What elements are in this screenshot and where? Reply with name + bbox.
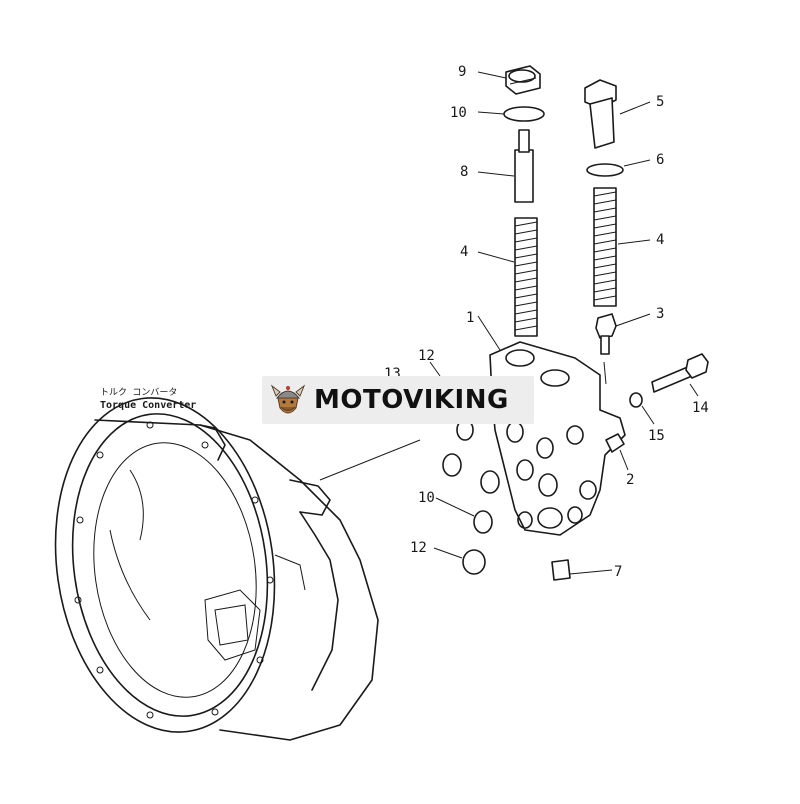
motoviking-watermark: MOTOVIKING: [262, 376, 534, 424]
leader-lines: [409, 71, 699, 575]
callout-10: 10: [450, 105, 467, 121]
torque-converter-label-en: Torque Converter: [100, 400, 196, 411]
callout-2: 2: [626, 472, 634, 488]
callout-4-right: 4: [656, 232, 664, 248]
callout-8: 8: [460, 164, 468, 180]
spring-right: [593, 187, 617, 307]
callout-1: 1: [466, 310, 474, 326]
callout-3: 3: [656, 306, 664, 322]
left-valve-stack: [503, 65, 545, 337]
right-valve-stack: [584, 79, 624, 355]
torque-converter-label-jp: トルク コンバータ: [100, 387, 177, 398]
callout-numbers: 9 10 8 4 5 6 4 3 1 12 13 14 15 2 7 10 12: [384, 64, 709, 580]
callout-7: 7: [614, 564, 622, 580]
spring-left: [514, 217, 538, 337]
callout-11: 10: [418, 490, 435, 506]
callout-14: 14: [692, 400, 709, 416]
callout-9: 9: [458, 64, 466, 80]
callout-5: 5: [656, 94, 664, 110]
callout-12-top: 12: [418, 348, 435, 364]
viking-helmet-icon: [270, 384, 306, 414]
callout-12-bottom: 12: [410, 540, 427, 556]
callout-4-left: 4: [460, 244, 468, 260]
callout-6: 6: [656, 152, 664, 168]
torque-converter-housing: [54, 397, 421, 741]
watermark-brand: MOTOVIKING: [314, 385, 509, 415]
callout-15: 15: [648, 428, 665, 444]
